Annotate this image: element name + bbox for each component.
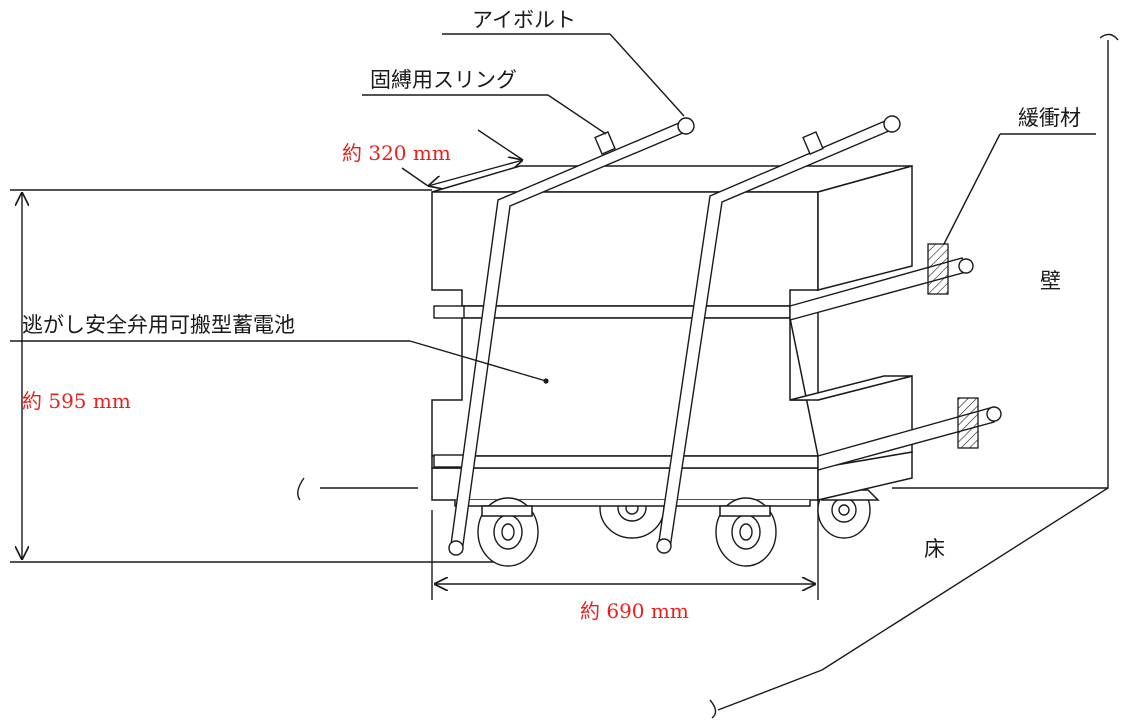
- box-upper-side: [817, 165, 913, 291]
- depth-dimension: [401, 129, 524, 187]
- eyebolt-bottom-right: [656, 538, 672, 554]
- eyebolt-lower-right: [986, 406, 1002, 422]
- cushion-leader: [943, 133, 1001, 245]
- floor-edge-line: [717, 669, 823, 711]
- eyebolt-top-left: [677, 117, 695, 135]
- width-dimension-label: 約 690 mm: [580, 599, 689, 623]
- eyebolt-upper-right: [958, 258, 974, 274]
- leader-lines: [10, 33, 1096, 382]
- depth-dimension-label: 約 320 mm: [342, 141, 451, 165]
- depth-ext-line-bottom: [401, 167, 429, 187]
- horizontal-straps: [433, 305, 465, 468]
- depth-arrow: [428, 160, 523, 186]
- battery-leader: [409, 340, 547, 382]
- eyebolt-top-right: [883, 115, 901, 133]
- wall-label: 壁: [1040, 269, 1061, 293]
- floor-break-mark: [709, 699, 717, 719]
- depth-ext-line-top: [477, 129, 524, 161]
- cart-base-front: [431, 467, 819, 501]
- wall-floor: [297, 33, 1119, 719]
- box-lower-belt: [431, 455, 819, 469]
- height-dimension-label: 約 595 mm: [22, 389, 131, 413]
- height-dimension: [10, 189, 500, 563]
- sling-leader: [547, 94, 607, 135]
- box-mid-belt: [461, 305, 791, 319]
- floor-break-mark-left: [297, 477, 305, 501]
- battery-box: [431, 165, 913, 469]
- cart-wheels-front: [477, 497, 777, 567]
- floor-label: 床: [924, 537, 945, 561]
- sling-label: 固縛用スリング: [370, 68, 517, 92]
- battery-label: 逃がし安全弁用可搬型蓄電池: [22, 313, 295, 337]
- cushion-label: 緩衝材: [1018, 106, 1081, 130]
- lower-side-sling: [817, 407, 995, 471]
- wall-break-mark: [1099, 33, 1119, 41]
- eyebolt-leader: [609, 33, 685, 117]
- eyebolt-bottom-left: [448, 540, 464, 556]
- cushion-pad-upper: [927, 243, 949, 295]
- diagonal-slings: [448, 115, 901, 556]
- text-labels: アイボルト 固縛用スリング 緩衝材 逃がし安全弁用可搬型蓄電池 壁 床 約 32…: [22, 8, 1081, 623]
- eyebolt-label: アイボルト: [472, 8, 576, 32]
- cushion-pad-lower: [957, 397, 979, 449]
- side-slings: [789, 243, 1002, 471]
